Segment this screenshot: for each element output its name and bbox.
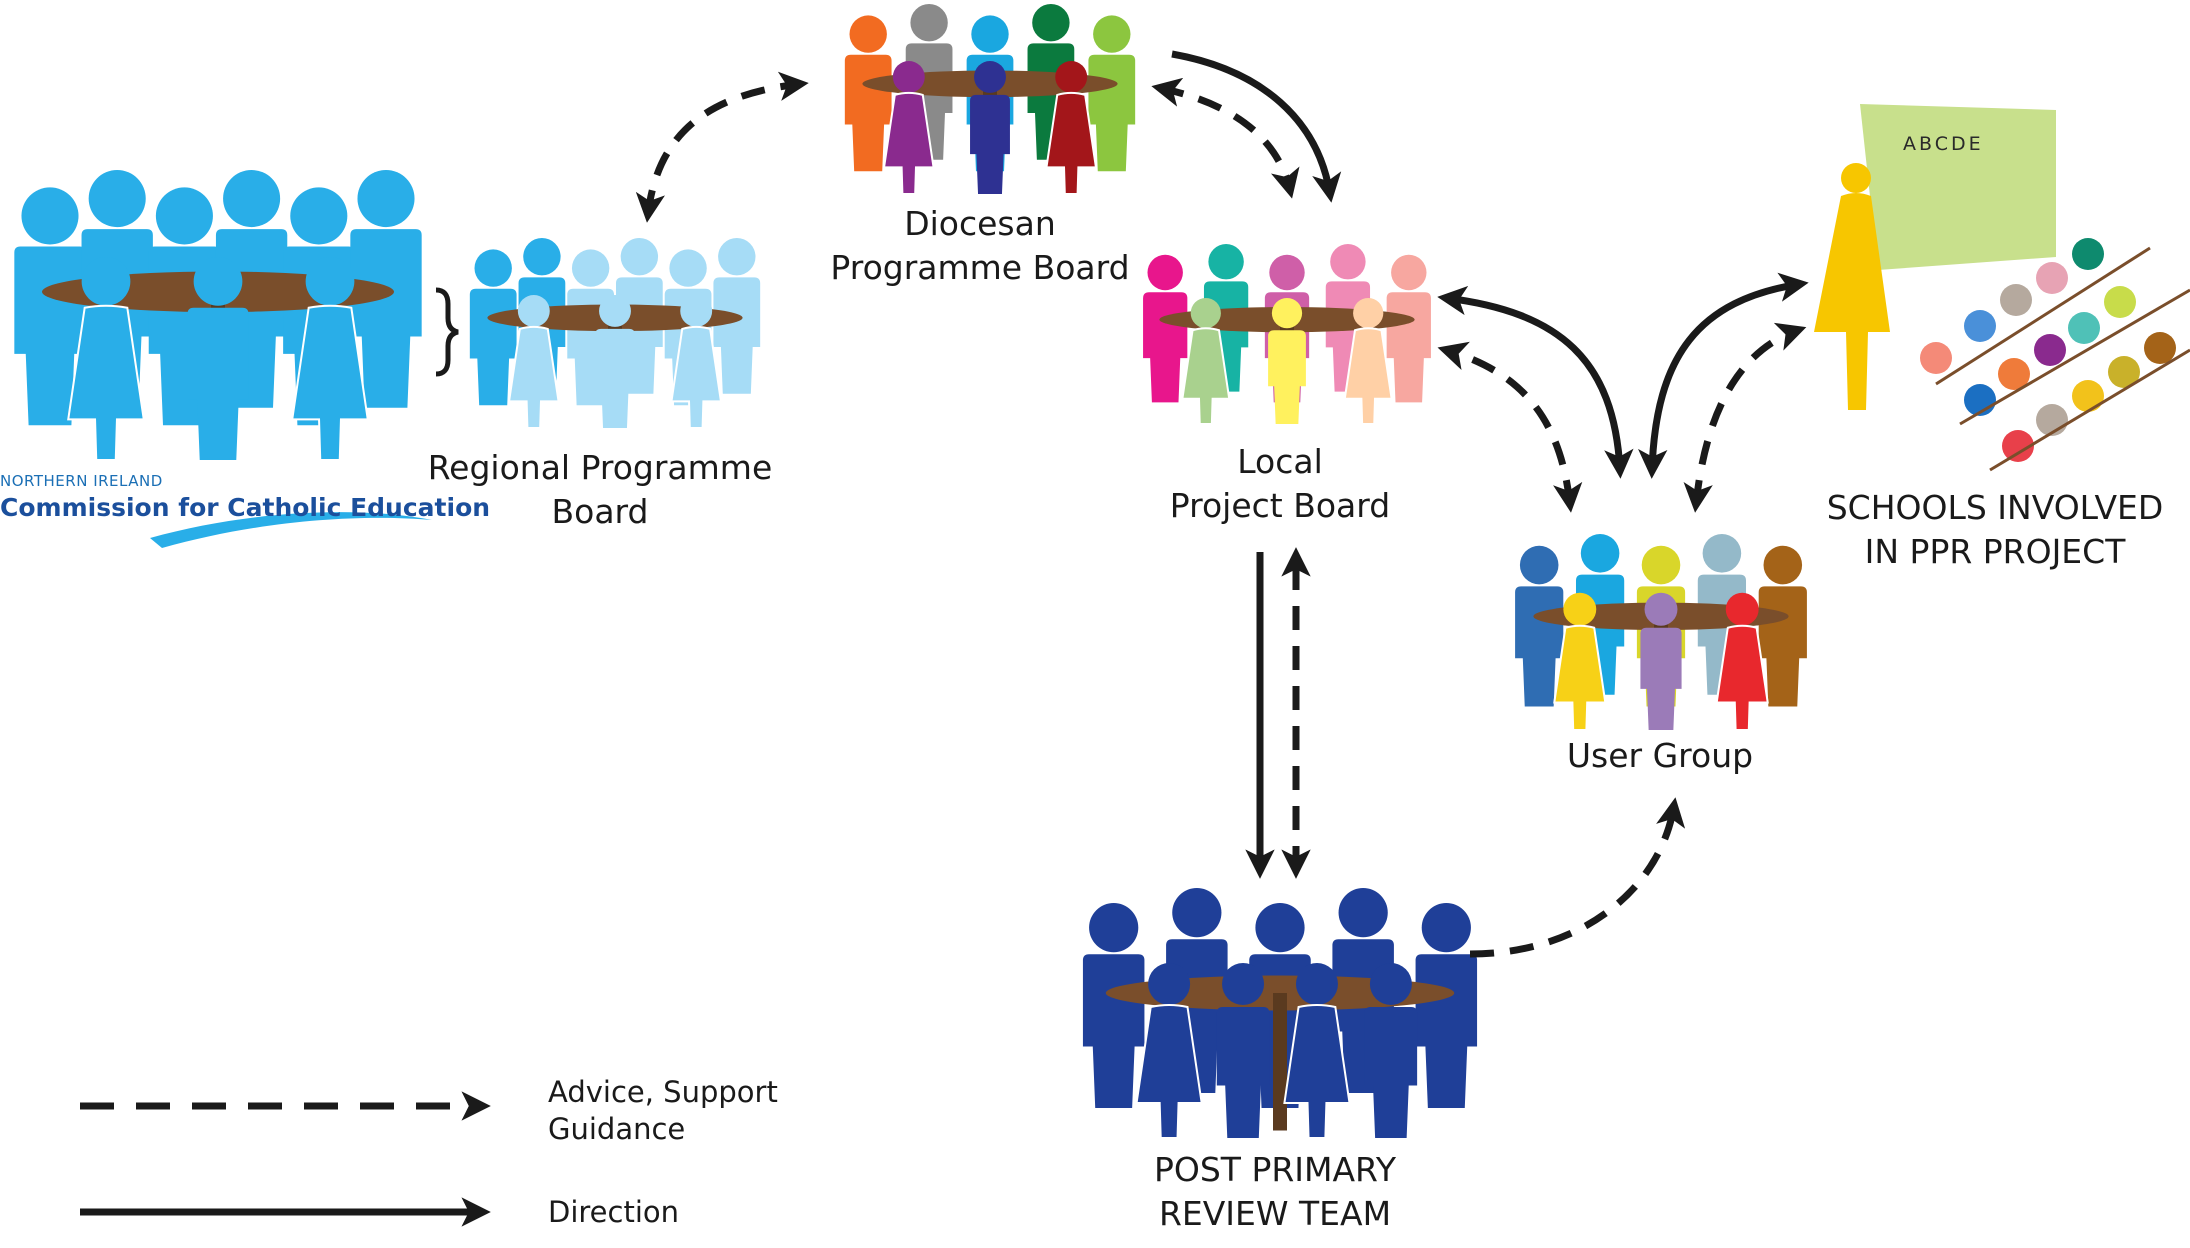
diocesan-board-label: Diocesan Programme Board xyxy=(830,204,1130,287)
brace-icon xyxy=(435,287,459,377)
arrow-usergroup-local-advice xyxy=(1437,341,1583,513)
arrow-regional-diocesan xyxy=(635,71,809,223)
arrow-usergroup-schools-advice xyxy=(1683,322,1807,513)
logo-subtitle: NORTHERN IRELAND xyxy=(0,472,163,490)
arrow-usergroup-schools-direction xyxy=(1638,272,1809,479)
logo-title: Commission for Catholic Education xyxy=(0,493,491,522)
legend-solid-label: Direction xyxy=(548,1195,680,1229)
user-group-label: User Group xyxy=(1566,736,1754,775)
diocesan-group-icon xyxy=(844,4,1136,195)
arrow-usergroup-local-direction xyxy=(1437,285,1634,479)
chalkboard-icon xyxy=(1860,104,2056,270)
user-group-icon xyxy=(1515,534,1807,731)
arrow-local-diocesan-advice xyxy=(1151,77,1300,199)
legend-dashed-label: Advice, Support Guidance xyxy=(548,1075,778,1146)
chalkboard-text: ABCDE xyxy=(1903,133,1984,155)
regional-board-label: Regional Programme Board xyxy=(427,448,773,531)
review-team-label: POST PRIMARY REVIEW TEAM xyxy=(1153,1150,1397,1233)
logo-swoosh xyxy=(150,512,432,548)
arrow-review-usergroup-advice xyxy=(1469,797,1686,958)
ccms-group-icon xyxy=(14,170,422,461)
local-group-icon xyxy=(1143,244,1431,425)
pupils-icon xyxy=(1920,238,2190,472)
schools-label: SCHOOLS INVOLVED IN PPR PROJECT xyxy=(1826,488,2164,571)
teacher-icon xyxy=(1814,163,1890,410)
review-group-icon xyxy=(1082,888,1478,1139)
local-board-label: Local Project Board xyxy=(1169,442,1391,525)
regional-group-icon xyxy=(469,238,761,429)
